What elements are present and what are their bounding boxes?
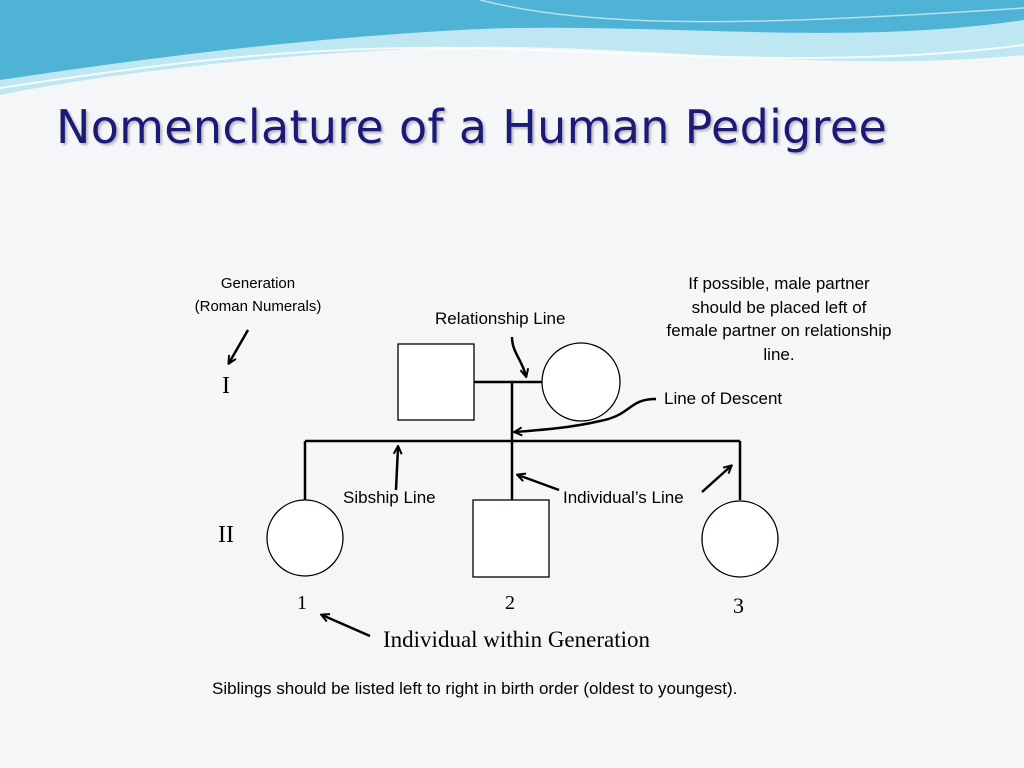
individual-within-generation-label: Individual within Generation <box>383 627 650 652</box>
male-partner-note-line3: female partner on relationship <box>666 321 892 340</box>
relationship-line-arrow <box>510 336 526 376</box>
male-partner-note: If possible, male partner should be plac… <box>642 272 916 366</box>
male-partner-note-line1: If possible, male partner <box>688 274 870 293</box>
individual-number-2: 2 <box>505 592 515 614</box>
generation-arrow <box>229 329 250 363</box>
slide-title: Nomenclature of a Human Pedigree <box>56 100 888 154</box>
generation-II-label: II <box>218 522 234 548</box>
wave-highlight <box>0 44 1024 89</box>
gen1-female-circle <box>541 342 621 422</box>
relationship-line-label: Relationship Line <box>435 309 566 328</box>
individuals-line-label: Individual’s Line <box>563 488 684 507</box>
gen2-individual-3-circle <box>701 500 779 578</box>
male-partner-note-line2: should be placed left of <box>691 297 867 317</box>
line-of-descent-arrow <box>515 397 657 432</box>
individuals-line-arrow-left <box>518 475 560 492</box>
gen1-male-square <box>397 343 475 421</box>
generation-label-line2: (Roman Numerals) <box>194 298 322 315</box>
gen2-individual-2-square <box>472 499 550 578</box>
individuals-line-arrow-right <box>701 466 731 493</box>
generation-label-line1: Generation <box>220 275 296 292</box>
wave-highlight-2 <box>479 0 1024 23</box>
individual-number-3: 3 <box>733 593 744 618</box>
individual-number-1: 1 <box>297 592 307 614</box>
individual-within-generation-arrow <box>322 615 371 638</box>
gen2-individual-1-circle <box>266 499 344 577</box>
sibship-line-label: Sibship Line <box>343 488 436 507</box>
male-partner-note-line4: line. <box>763 344 795 364</box>
generation-label: Generation (Roman Numerals) <box>181 272 335 318</box>
sibship-line-arrow <box>396 447 398 491</box>
line-of-descent-label: Line of Descent <box>664 389 783 408</box>
siblings-note: Siblings should be listed left to right … <box>212 679 738 698</box>
generation-I-label: I <box>222 373 230 399</box>
